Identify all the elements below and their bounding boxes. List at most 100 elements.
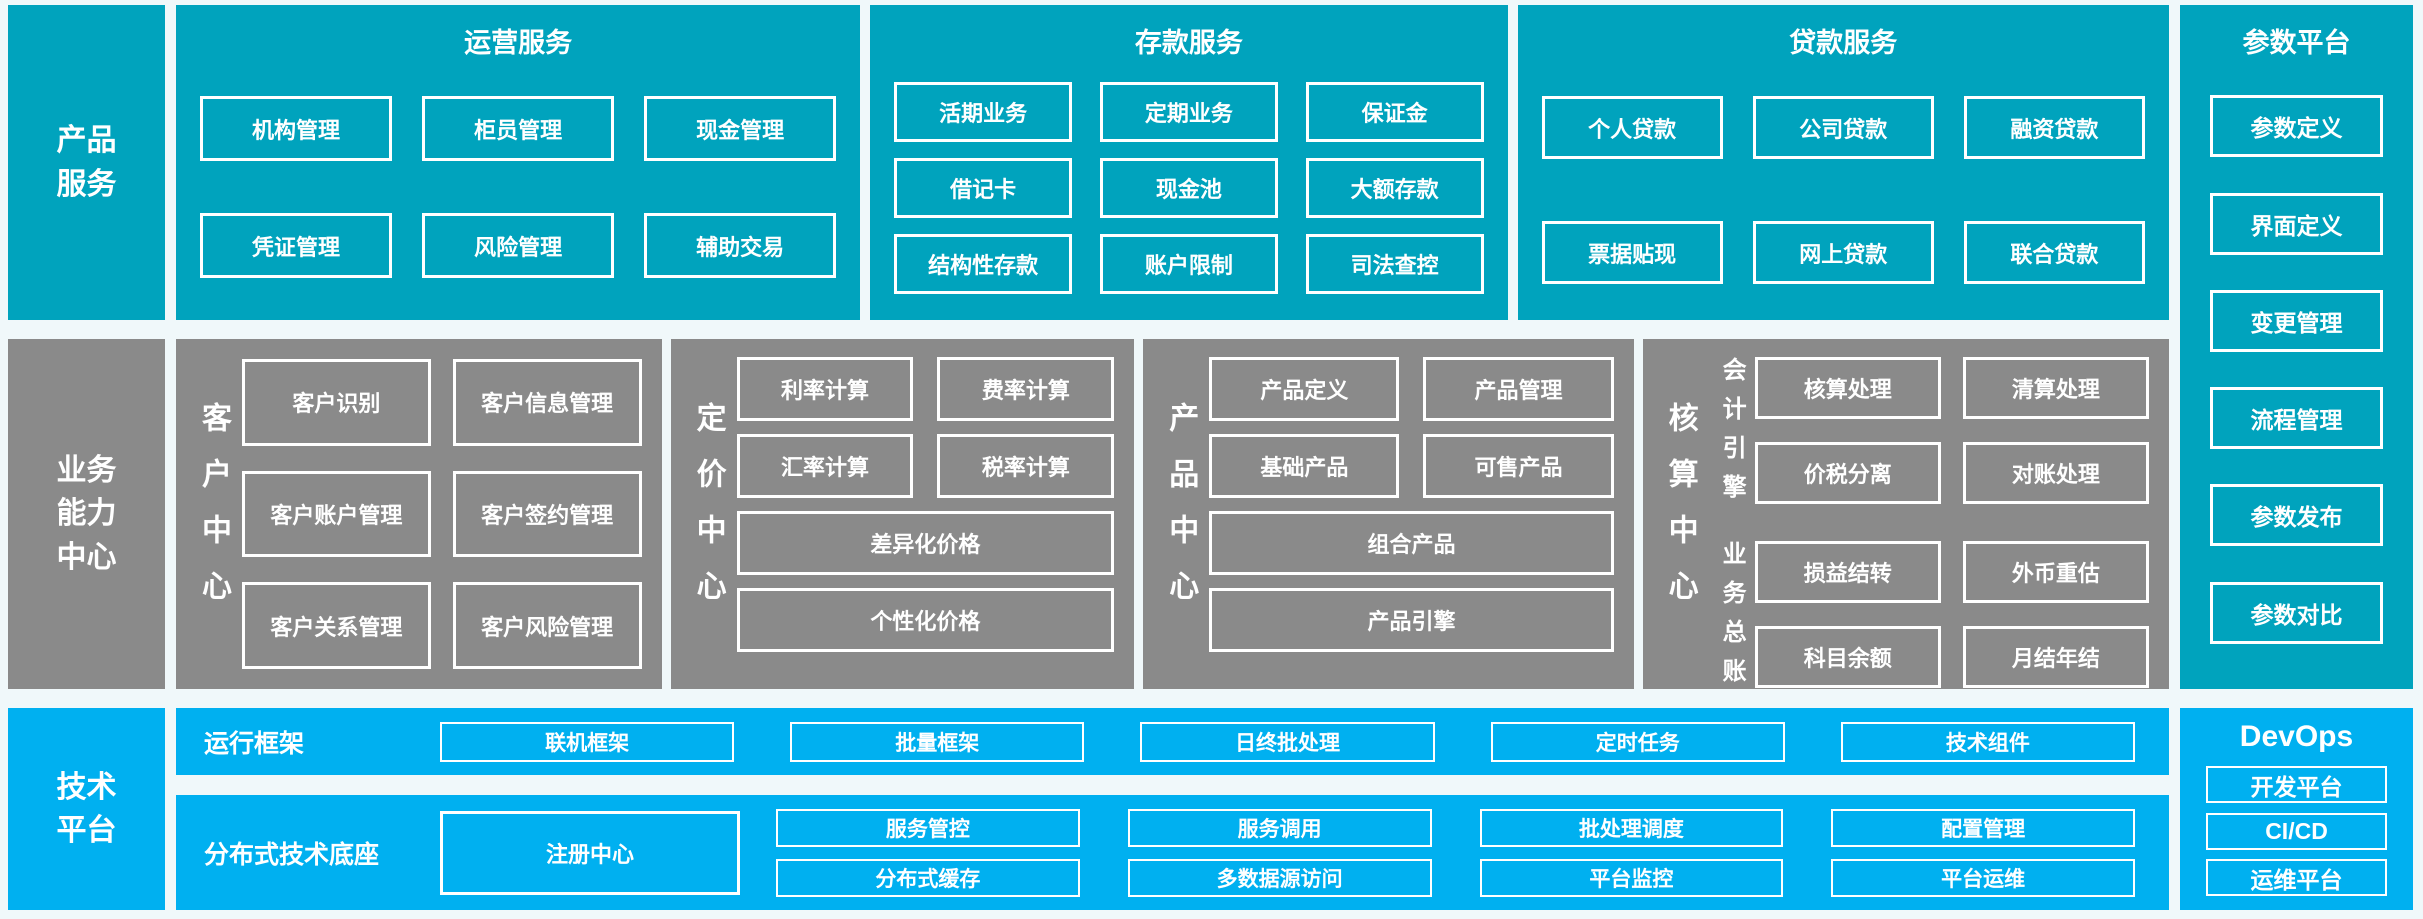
product-center-label: 产品中心 — [1164, 402, 1198, 626]
capability-box: 月结年结 — [1962, 625, 2149, 688]
capability-box: 外币重估 — [1962, 541, 2149, 603]
business-ledger-group: 业务总账 损益结转外币重估科目余额月结年结 — [1709, 541, 2149, 697]
pricing-content: 利率计算费率计算汇率计算税率计算 差异化价格个性化价格 — [736, 355, 1115, 673]
accounting-center-label: 核算中心 — [1663, 402, 1697, 626]
service-box: 凭证管理 — [200, 213, 393, 278]
section-title-operations: 运营服务 — [464, 28, 573, 58]
service-box: 现金池 — [1099, 158, 1278, 218]
operations-box-grid: 机构管理柜员管理现金管理凭证管理风险管理辅助交易 — [200, 96, 837, 278]
distributed-base-band: 分布式技术底座 注册中心 服务管控分布式缓存 服务调用多数据源访问 批处理调度平… — [176, 795, 2169, 910]
accounting-engine-boxes: 核算处理清算处理价税分离对账处理 — [1754, 357, 2149, 513]
parameter-box: 界面定义 — [2210, 192, 2383, 255]
capability-box: 核算处理 — [1754, 357, 1941, 419]
service-box: 风险管理 — [422, 213, 615, 278]
service-box: 账户限制 — [1099, 234, 1278, 294]
parameter-box: 参数对比 — [2210, 581, 2383, 644]
capability-box: 税率计算 — [937, 434, 1115, 498]
technology-platform-row: 运行框架 联机框架批量框架日终批处理定时任务技术组件 分布式技术底座 注册中心 … — [176, 708, 2169, 910]
product-wide-boxes: 组合产品产品引擎 — [1209, 511, 1614, 652]
accounting-engine-group: 会计引擎 核算处理清算处理价税分离对账处理 — [1709, 357, 2149, 513]
service-box: 个人贷款 — [1541, 96, 1723, 159]
section-parameter-platform: 参数平台 参数定义界面定义变更管理流程管理参数发布参数对比 — [2180, 5, 2413, 689]
service-box: 网上贷款 — [1752, 221, 1934, 284]
tech-box: 批处理调度 — [1479, 808, 1784, 847]
row-label-business-capability-center: 业务 能力 中心 — [8, 339, 165, 689]
deposit-box-grid: 活期业务定期业务保证金借记卡现金池大额存款结构性存款账户限制司法查控 — [894, 82, 1484, 294]
pricing-box-grid: 利率计算费率计算汇率计算税率计算 — [736, 357, 1115, 498]
capability-box: 客户账户管理 — [242, 470, 431, 558]
capability-box: 清算处理 — [1962, 357, 2149, 419]
capability-box: 科目余额 — [1754, 625, 1941, 688]
section-title-loan: 贷款服务 — [1789, 28, 1898, 58]
parameter-box: 变更管理 — [2210, 289, 2383, 352]
capability-box-wide: 个性化价格 — [736, 588, 1115, 652]
tech-box: 定时任务 — [1490, 721, 1785, 762]
customer-center-label: 客户中心 — [197, 402, 230, 626]
tech-box: 技术组件 — [1840, 721, 2136, 762]
section-product-center: 产品中心 产品定义产品管理基础产品可售产品 组合产品产品引擎 — [1143, 339, 1634, 689]
row-label-product-services: 产品 服务 — [8, 5, 165, 320]
service-box: 大额存款 — [1305, 158, 1484, 218]
service-box: 联合贷款 — [1963, 221, 2145, 284]
devops-box: CI/CD — [2206, 812, 2387, 850]
stack-column: 批处理调度平台监控 — [1479, 808, 1784, 897]
product-box-grid: 产品定义产品管理基础产品可售产品 — [1209, 357, 1614, 498]
row-label-technology-platform: 技术 平台 — [8, 708, 165, 910]
pricing-center-label: 定价中心 — [691, 402, 725, 626]
service-box: 活期业务 — [894, 82, 1072, 142]
service-box: 结构性存款 — [894, 234, 1072, 294]
section-customer-center: 客户中心 客户识别客户信息管理客户账户管理客户签约管理客户关系管理客户风险管理 — [176, 339, 662, 689]
stack-column: 服务调用多数据源访问 — [1127, 808, 1432, 897]
tech-box: 平台监控 — [1479, 858, 1784, 897]
product-content: 产品定义产品管理基础产品可售产品 组合产品产品引擎 — [1209, 355, 1614, 673]
runtime-framework-label: 运行框架 — [204, 729, 305, 758]
section-deposit-services: 存款服务 活期业务定期业务保证金借记卡现金池大额存款结构性存款账户限制司法查控 — [870, 5, 1508, 320]
capability-box: 损益结转 — [1754, 541, 1941, 603]
service-box: 柜员管理 — [422, 96, 615, 161]
accounting-groups: 会计引擎 核算处理清算处理价税分离对账处理 业务总账 损益结转外币重估科目余额月… — [1709, 355, 2149, 697]
section-pricing-center: 定价中心 利率计算费率计算汇率计算税率计算 差异化价格个性化价格 — [670, 339, 1135, 689]
stack-column: 服务管控分布式缓存 — [776, 808, 1080, 897]
service-box: 借记卡 — [894, 158, 1072, 218]
service-box: 公司贷款 — [1752, 96, 1934, 159]
capability-box: 客户关系管理 — [242, 582, 431, 669]
tech-box: 批量框架 — [790, 721, 1085, 762]
tech-box: 服务调用 — [1127, 808, 1432, 847]
parameter-platform-title: 参数平台 — [2242, 28, 2351, 58]
service-box: 票据贴现 — [1541, 221, 1723, 284]
capability-box: 客户签约管理 — [452, 470, 642, 558]
devops-title: DevOps — [2239, 720, 2354, 753]
capability-box: 客户风险管理 — [452, 582, 642, 669]
devops-box: 运维平台 — [2206, 859, 2387, 896]
accounting-engine-label: 会计引擎 — [1718, 357, 1746, 513]
capability-box: 基础产品 — [1209, 434, 1400, 498]
service-box: 现金管理 — [644, 96, 837, 161]
tech-box: 配置管理 — [1831, 808, 2135, 847]
parameter-platform-boxes: 参数定义界面定义变更管理流程管理参数发布参数对比 — [2210, 60, 2383, 679]
product-services-row: 运营服务 机构管理柜员管理现金管理凭证管理风险管理辅助交易 存款服务 活期业务定… — [176, 5, 2169, 320]
pricing-wide-boxes: 差异化价格个性化价格 — [736, 511, 1115, 652]
business-capability-row: 客户中心 客户识别客户信息管理客户账户管理客户签约管理客户关系管理客户风险管理 … — [176, 339, 2169, 697]
service-box: 融资贷款 — [1963, 96, 2145, 159]
section-accounting-center: 核算中心 会计引擎 核算处理清算处理价税分离对账处理 业务总账 损益结转外币重估… — [1642, 339, 2169, 697]
capability-box: 产品管理 — [1423, 357, 1614, 421]
distributed-base-label: 分布式技术底座 — [204, 840, 380, 869]
customer-box-grid: 客户识别客户信息管理客户账户管理客户签约管理客户关系管理客户风险管理 — [242, 359, 642, 669]
section-operations-services: 运营服务 机构管理柜员管理现金管理凭证管理风险管理辅助交易 — [176, 5, 861, 320]
capability-box-wide: 产品引擎 — [1209, 588, 1614, 652]
service-box: 定期业务 — [1099, 82, 1278, 142]
parameter-box: 参数定义 — [2210, 95, 2383, 158]
capability-box: 客户识别 — [242, 359, 431, 446]
tech-box: 分布式缓存 — [776, 858, 1080, 897]
capability-box: 利率计算 — [736, 357, 914, 421]
section-loan-services: 贷款服务 个人贷款公司贷款融资贷款票据贴现网上贷款联合贷款 — [1517, 5, 2169, 320]
capability-box-wide: 组合产品 — [1209, 511, 1614, 575]
business-ledger-boxes: 损益结转外币重估科目余额月结年结 — [1754, 541, 2149, 697]
capability-box: 可售产品 — [1423, 434, 1614, 498]
distributed-base-columns: 服务管控分布式缓存 服务调用多数据源访问 批处理调度平台监控 配置管理平台运维 — [776, 808, 2135, 897]
parameter-box: 流程管理 — [2210, 387, 2383, 450]
tech-box: 平台运维 — [1831, 858, 2135, 897]
